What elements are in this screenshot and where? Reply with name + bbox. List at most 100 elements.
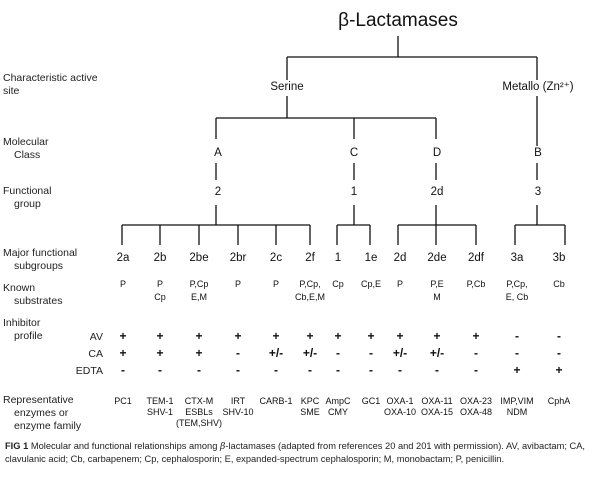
- av-2d: +: [396, 329, 404, 343]
- substrate-2c: P: [272, 279, 280, 289]
- inhibitor-label-av: AV: [89, 331, 103, 343]
- caption-label: FIG 1: [5, 441, 29, 451]
- edta-2f: -: [308, 363, 312, 377]
- enzyme-2de: OXA-11: [421, 396, 453, 406]
- substrate-2f: P,Cp,: [299, 279, 321, 289]
- edta-3b: +: [555, 363, 563, 377]
- row-label-molecular-class: Molecular: [3, 136, 49, 148]
- edta-2c: -: [274, 363, 278, 377]
- ca-2br: -: [236, 346, 240, 360]
- caption-beta: β: [219, 441, 226, 452]
- ca-2c: +/-: [268, 346, 284, 360]
- substrate-2be: E,M: [190, 292, 208, 302]
- av-2c: +: [272, 329, 280, 343]
- row-label-molecular-class: Class: [14, 149, 41, 161]
- edta-2df: -: [474, 363, 478, 377]
- subgroup-1: 1: [334, 252, 342, 264]
- enzyme-2c: CARB-1: [259, 396, 293, 406]
- subgroup-2a: 2a: [116, 252, 130, 264]
- inhibitor-label-ca: CA: [88, 348, 103, 360]
- enzyme-2f: SME: [300, 407, 320, 417]
- edta-2br: -: [236, 363, 240, 377]
- av-2f: +: [306, 329, 314, 343]
- subgroup-2be: 2be: [189, 252, 209, 264]
- enzyme-1: AmpC: [325, 396, 351, 406]
- substrate-1e: Cp,E: [360, 279, 382, 289]
- ca-2de: +/-: [429, 346, 445, 360]
- functional-group-2: 2: [214, 186, 222, 198]
- substrate-3a: P,Cp,: [506, 279, 528, 289]
- ca-1e: -: [369, 346, 373, 360]
- av-1e: +: [367, 329, 375, 343]
- active-site-serine: Serine: [270, 81, 304, 93]
- class-a: A: [214, 147, 222, 159]
- class-c: C: [349, 147, 359, 159]
- inhibitor-label-edta: EDTA: [75, 365, 103, 377]
- substrate-2d: P: [396, 279, 404, 289]
- enzyme-3a: NDM: [506, 407, 528, 417]
- tree-lines: [121, 36, 566, 245]
- av-1: +: [334, 329, 342, 343]
- ca-2a: +: [119, 346, 127, 360]
- row-label-active-site: site: [3, 85, 20, 97]
- caption-text: Molecular and functional relationships a…: [28, 441, 220, 451]
- row-label-functional-group: Functional: [3, 185, 52, 197]
- edta-2d: -: [398, 363, 402, 377]
- av-2a: +: [119, 329, 127, 343]
- row-label-functional-group: group: [14, 198, 41, 210]
- row-label-representative-enzymes: Representative: [3, 394, 74, 406]
- edta-2a: -: [121, 363, 125, 377]
- edta-1: -: [336, 363, 340, 377]
- substrate-2f: Cb,E,M: [294, 292, 326, 302]
- subgroup-2br: 2br: [229, 252, 247, 264]
- row-label-active-site: Characteristic active: [3, 72, 98, 84]
- ca-2b: +: [156, 346, 164, 360]
- row-label-subgroups: Major functional: [3, 247, 78, 259]
- substrate-2br: P: [234, 279, 242, 289]
- substrate-1: Cp: [332, 279, 344, 289]
- active-site-metallo: Metallo (Zn²⁺): [502, 81, 574, 93]
- ca-3a: -: [515, 346, 519, 360]
- enzyme-2d: OXA-10: [383, 407, 417, 417]
- row-label-inhibitor-profile: profile: [14, 330, 43, 342]
- av-3a: -: [515, 329, 519, 343]
- subgroup-2d: 2d: [393, 252, 407, 264]
- enzyme-1e: GC1: [361, 396, 381, 406]
- av-2br: +: [234, 329, 242, 343]
- enzyme-2a: PC1: [114, 396, 132, 406]
- enzyme-2d: OXA-1: [386, 396, 414, 406]
- subgroup-2b: 2b: [153, 252, 167, 264]
- subgroup-2c: 2c: [269, 252, 283, 264]
- substrate-2be: P,Cp: [189, 279, 209, 289]
- av-3b: -: [557, 329, 561, 343]
- enzyme-1: CMY: [328, 407, 348, 417]
- enzyme-3a: IMP,VIM: [500, 396, 534, 406]
- class-d: D: [432, 147, 442, 159]
- enzyme-2b: SHV-1: [146, 407, 174, 417]
- ca-3b: -: [557, 346, 561, 360]
- edta-3a: +: [513, 363, 521, 377]
- substrate-2df: P,Cb: [466, 279, 486, 289]
- enzyme-2de: OXA-15: [420, 407, 454, 417]
- subgroup-2f: 2f: [305, 252, 315, 264]
- subgroup-3a: 3a: [510, 252, 524, 264]
- av-2de: +: [433, 329, 441, 343]
- enzyme-2df: OXA-48: [459, 407, 493, 417]
- substrate-2b: Cp: [154, 292, 166, 302]
- enzyme-2br: IRT: [230, 396, 246, 406]
- substrate-3a: E, Cb: [505, 292, 529, 302]
- enzyme-2df: OXA-23: [459, 396, 493, 406]
- diagram-title: β-Lactamases: [338, 10, 458, 31]
- ca-2df: -: [474, 346, 478, 360]
- row-label-inhibitor-profile: Inhibitor: [3, 317, 41, 329]
- functional-group-2d: 2d: [430, 186, 444, 198]
- ca-1: -: [336, 346, 340, 360]
- edta-2de: -: [435, 363, 439, 377]
- subgroup-2de: 2de: [427, 252, 447, 264]
- row-label-substrates: Known: [3, 282, 36, 294]
- ca-2be: +: [195, 346, 203, 360]
- enzyme-2f: KPC: [300, 396, 320, 406]
- substrate-2b: P: [156, 279, 164, 289]
- caption-text-2: -lactamases (adapted from references 20 …: [5, 441, 586, 464]
- ca-2f: +/-: [302, 346, 318, 360]
